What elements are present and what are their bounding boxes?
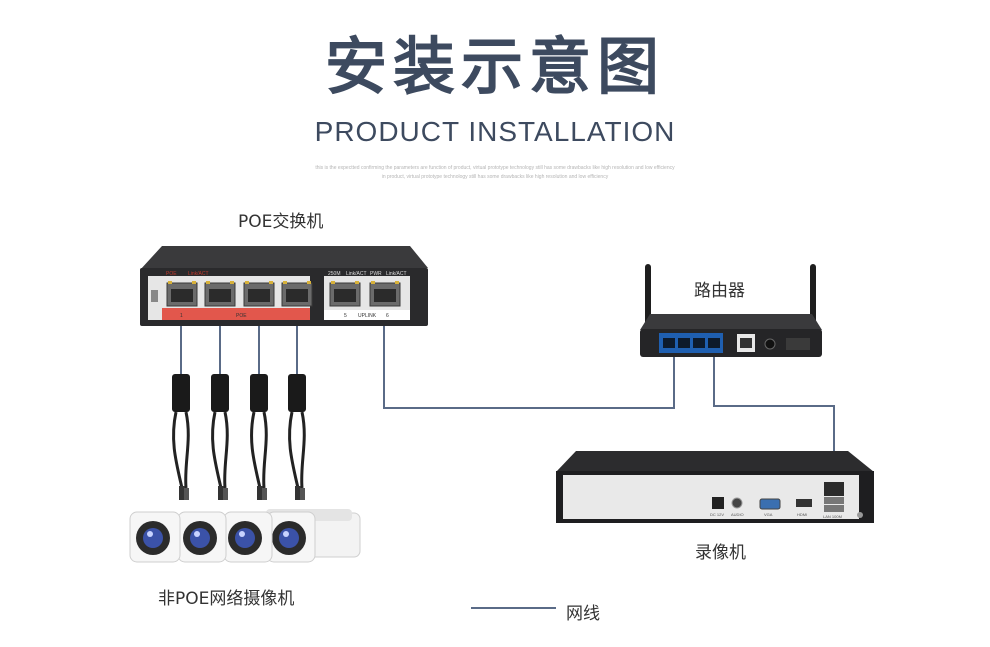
switch-label-linkact-right: Link/ACT	[386, 271, 407, 277]
poe-splitters	[172, 374, 306, 500]
nvr-label-hdmi: HDMI	[797, 512, 807, 517]
network-cables	[180, 318, 835, 478]
splitter-4	[288, 374, 306, 500]
nvr-label: 录像机	[695, 543, 746, 563]
switch-strip-poe: POE	[236, 313, 247, 319]
cameras-label: 非POE网络摄像机	[158, 589, 295, 609]
switch-label-linkact-left: Link/ACT	[188, 271, 209, 277]
switch-label-poe: POE	[166, 271, 177, 277]
switch-strip-uplink: UPLINK	[358, 313, 377, 319]
page-subtitle: PRODUCT INSTALLATION	[314, 116, 676, 147]
camera-2	[177, 511, 227, 563]
page-title: 安装示意图	[324, 30, 665, 103]
camera-3	[223, 511, 273, 563]
cable-switch-to-router	[383, 318, 675, 409]
nvr-lan-port	[824, 482, 844, 496]
nvr-label-vga: VGA	[764, 512, 773, 517]
nvr-label-audio: AUDIO	[731, 512, 744, 517]
router-antenna-right	[810, 264, 816, 330]
switch-label-pwr: PWR	[370, 271, 382, 277]
fine-print-line-1: this is the expectted confirming the par…	[315, 165, 675, 171]
router-antenna-left	[645, 264, 651, 330]
switch-label-250m: 250M	[328, 271, 341, 277]
camera-1	[129, 511, 181, 563]
switch-port-number-6: 6	[386, 313, 389, 319]
nvr: DC 12V AUDIO VGA HDMI LAN 100M	[556, 451, 874, 523]
router	[640, 264, 822, 357]
nvr-label-dc: DC 12V	[710, 512, 724, 517]
switch-label: POE交换机	[238, 212, 324, 232]
camera-4	[266, 511, 316, 563]
ip-cameras	[129, 509, 361, 563]
splitter-2	[211, 374, 229, 500]
switch-port-number-1: 1	[180, 313, 183, 319]
splitter-1	[172, 374, 190, 500]
fine-print-line-2: in product, virtual prototype technology…	[381, 174, 609, 180]
legend-label: 网线	[566, 604, 600, 624]
switch-label-linkact-mid: Link/ACT	[346, 271, 367, 277]
nvr-label-lan: LAN 100M	[823, 514, 842, 519]
switch-port-number-5: 5	[344, 313, 347, 319]
router-power-jack	[764, 338, 776, 350]
router-label: 路由器	[694, 281, 745, 301]
poe-switch: POE Link/ACT 250M Link/ACT PWR Link/ACT …	[140, 246, 428, 326]
cable-router-to-nvr	[713, 350, 835, 478]
splitter-3	[250, 374, 268, 500]
